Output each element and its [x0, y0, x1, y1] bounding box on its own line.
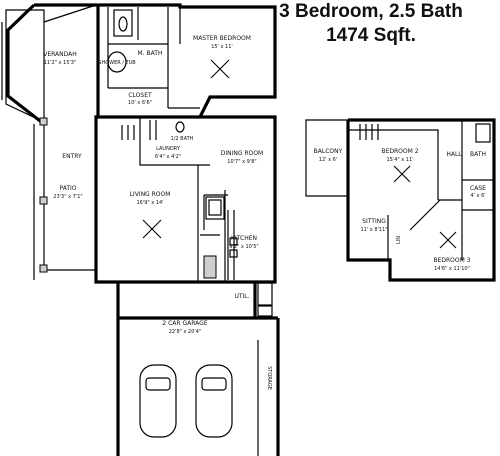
tub-upstairs — [475, 123, 491, 143]
dim-patio: 23'3" x 7'1" — [53, 194, 82, 200]
label-case: CASE — [470, 185, 486, 192]
label-dining-room: DINING ROOM — [221, 150, 263, 157]
label-hall: HALL — [446, 151, 462, 158]
title-bedrooms: 3 Bedroom, 2.5 Bath — [279, 1, 463, 22]
ceiling-fan-master — [210, 59, 230, 79]
car-left — [139, 364, 177, 438]
upper-interior-walls — [348, 120, 494, 260]
column — [39, 264, 48, 273]
label-linen: LIN — [396, 236, 402, 244]
label-sitting: SITTING — [362, 218, 386, 225]
column — [39, 196, 48, 205]
label-bath2: BATH — [470, 151, 486, 158]
label-master-bath: M. BATH — [138, 50, 163, 57]
dim-garage: 22'8" x 20'4" — [169, 329, 202, 335]
burner — [229, 237, 238, 246]
label-garage: 2 CAR GARAGE — [162, 320, 207, 327]
stairs-upstairs — [359, 124, 379, 140]
label-balcony: BALCONY — [314, 148, 343, 155]
second-floor — [305, 118, 496, 282]
burner — [229, 249, 238, 258]
dim-living-room: 16'9" x 14' — [136, 200, 163, 206]
dim-sitting: 11' x 8'11" — [360, 227, 387, 233]
dim-case: 4' x 6' — [470, 193, 485, 199]
fridge — [203, 255, 217, 279]
label-living-room: LIVING ROOM — [130, 191, 171, 198]
dim-laundry: 6'4" x 4'2" — [155, 154, 181, 160]
first-floor — [1, 3, 280, 456]
label-shower: SHOWER / TUB — [98, 60, 136, 66]
label-closet: CLOSET — [128, 92, 152, 99]
dim-bedroom3: 14'6" x 11'10" — [434, 266, 470, 272]
label-master-bedroom: MASTER BEDROOM — [193, 35, 251, 42]
label-bedroom2: BEDROOM 2 — [381, 148, 418, 155]
label-storage: STORAGE — [266, 366, 272, 390]
dim-dining-room: 10'7" x 9'8" — [227, 159, 256, 165]
stairs — [121, 120, 157, 140]
washer — [257, 282, 273, 306]
verandah-wall — [6, 3, 98, 126]
dim-master-bedroom: 15' x 11' — [211, 44, 233, 50]
dim-balcony: 12' x 6' — [319, 157, 337, 163]
car-window — [201, 377, 227, 391]
dim-bedroom2: 15'4" x 11' — [386, 157, 413, 163]
label-half-bath: 1/2 BATH — [171, 136, 194, 142]
label-utility: UTIL. — [234, 293, 249, 300]
label-patio: PATIO — [59, 185, 76, 192]
dim-verandah: 11'2" x 15'3" — [44, 60, 77, 66]
car-window — [145, 377, 171, 391]
island — [205, 196, 225, 220]
toilet-half-bath — [175, 121, 185, 133]
label-laundry: LAUNDRY — [156, 146, 181, 152]
toilet — [118, 16, 128, 32]
ceiling-fan-bed2 — [393, 165, 411, 183]
car-right — [195, 364, 233, 438]
upper-exterior-wall — [346, 118, 496, 282]
linen-shelf — [113, 9, 133, 37]
ceiling-fan-bed3 — [439, 231, 457, 249]
column — [39, 117, 48, 126]
dim-kitchen: 9'2" x 10'5" — [229, 244, 258, 250]
interior-walls — [107, 7, 226, 282]
sink — [208, 199, 222, 216]
label-verandah: VERANDAH — [43, 51, 77, 58]
dryer — [257, 305, 273, 317]
title-sqft: 1474 Sqft. — [326, 25, 416, 46]
label-kitchen: KITCHEN — [231, 235, 257, 242]
label-bedroom3: BEDROOM 3 — [433, 257, 470, 264]
label-entry: ENTRY — [62, 153, 82, 160]
exterior-wall — [94, 3, 280, 456]
ceiling-fan-living — [142, 219, 162, 239]
dim-closet: 10' x 6'6" — [128, 100, 152, 106]
tub — [107, 51, 127, 73]
